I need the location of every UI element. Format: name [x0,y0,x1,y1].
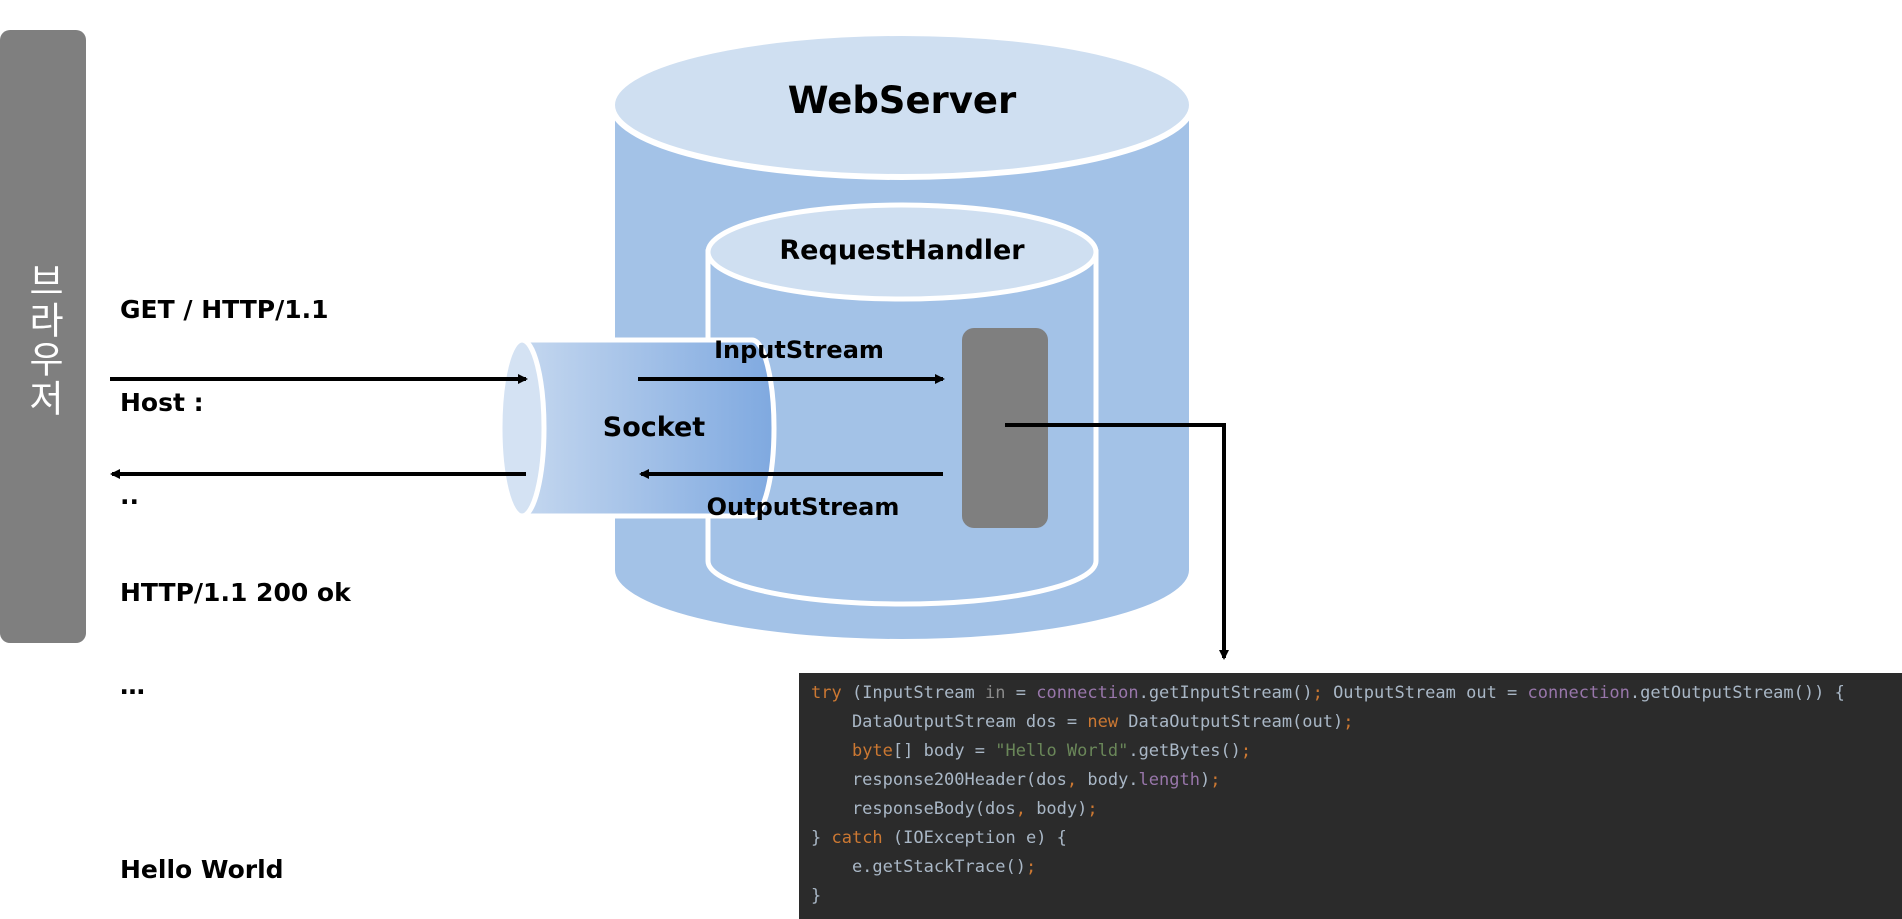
code-line: responseBody(dos, body); [811,795,1098,824]
socket-cylinder: Socket [497,337,777,519]
code-token: (IOException e) { [882,828,1067,848]
code-panel: try (InputStream in = connection.getInpu… [799,673,1902,919]
code-token: , [1015,799,1026,819]
code-line: } [811,882,821,911]
code-token: e.getStackTrace() [811,857,1026,877]
code-line: response200Header(dos, body.length); [811,766,1221,795]
code-token: = [1005,683,1037,703]
code-line: DataOutputStream dos = new DataOutputStr… [811,708,1354,737]
response-text: HTTP/1.1 200 ok … Hello World [120,515,351,916]
socket-label: Socket [603,412,706,443]
code-token: length [1138,770,1200,790]
code-token: byte [851,741,893,761]
browser-panel: 브라우저 [0,30,86,643]
code-token: ; [1025,857,1037,877]
code-token: } [811,828,832,848]
code-token: .getBytes() [1128,741,1241,761]
request-line-2: Host : [120,388,204,417]
code-line: } catch (IOException e) { [811,824,1067,853]
code-token: try [811,683,842,703]
code-token: response200Header(dos [811,770,1067,790]
response-line-4: Hello World [120,855,284,884]
code-token: OutputStream out = [1322,683,1528,703]
code-line: byte[] body = "Hello World".getBytes(); [811,737,1251,766]
code-token: ; [1312,683,1323,703]
code-line: e.getStackTrace(); [811,853,1036,882]
code-token: connection [1036,683,1139,703]
response-line-1: HTTP/1.1 200 ok [120,578,351,607]
code-token: body. [1077,770,1139,790]
response-line-3 [120,763,351,792]
code-connector-arrow [1005,423,1229,660]
code-token: .getOutputStream()) { [1629,683,1845,703]
request-line-1: GET / HTTP/1.1 [120,295,329,324]
code-token: DataOutputStream(out) [1118,712,1344,732]
handler-block [962,328,1048,528]
input-stream-label: InputStream [714,336,884,364]
code-token: responseBody(dos [811,799,1016,819]
code-token: .getInputStream() [1138,683,1313,703]
code-token: ; [1087,799,1098,819]
code-token: "Hello World" [995,741,1129,761]
code-token: ; [1210,770,1221,790]
code-token: } [811,886,822,906]
code-token: ; [1240,741,1252,761]
code-token: [] body = [892,741,996,761]
response-line-2: … [120,671,145,700]
request-text: GET / HTTP/1.1 Host : .. [120,232,329,542]
code-token: (InputStream [841,683,986,703]
code-token: in [985,683,1006,703]
request-line-3: .. [120,481,139,510]
code-token: body) [1025,799,1088,819]
request-handler-title: RequestHandler [779,235,1025,266]
output-stream-label: OutputStream [707,493,900,521]
code-token: catch [831,828,883,848]
code-token [811,741,852,761]
code-token: ; [1343,712,1354,732]
code-token: , [1066,770,1078,790]
code-token: ) [1199,770,1211,790]
code-token: DataOutputStream dos = [811,712,1088,732]
code-token: connection [1527,683,1630,703]
browser-label: 브라우저 [22,262,65,418]
webserver-title: WebServer [788,79,1017,122]
code-line: try (InputStream in = connection.getInpu… [811,679,1845,708]
code-token: new [1087,712,1119,732]
